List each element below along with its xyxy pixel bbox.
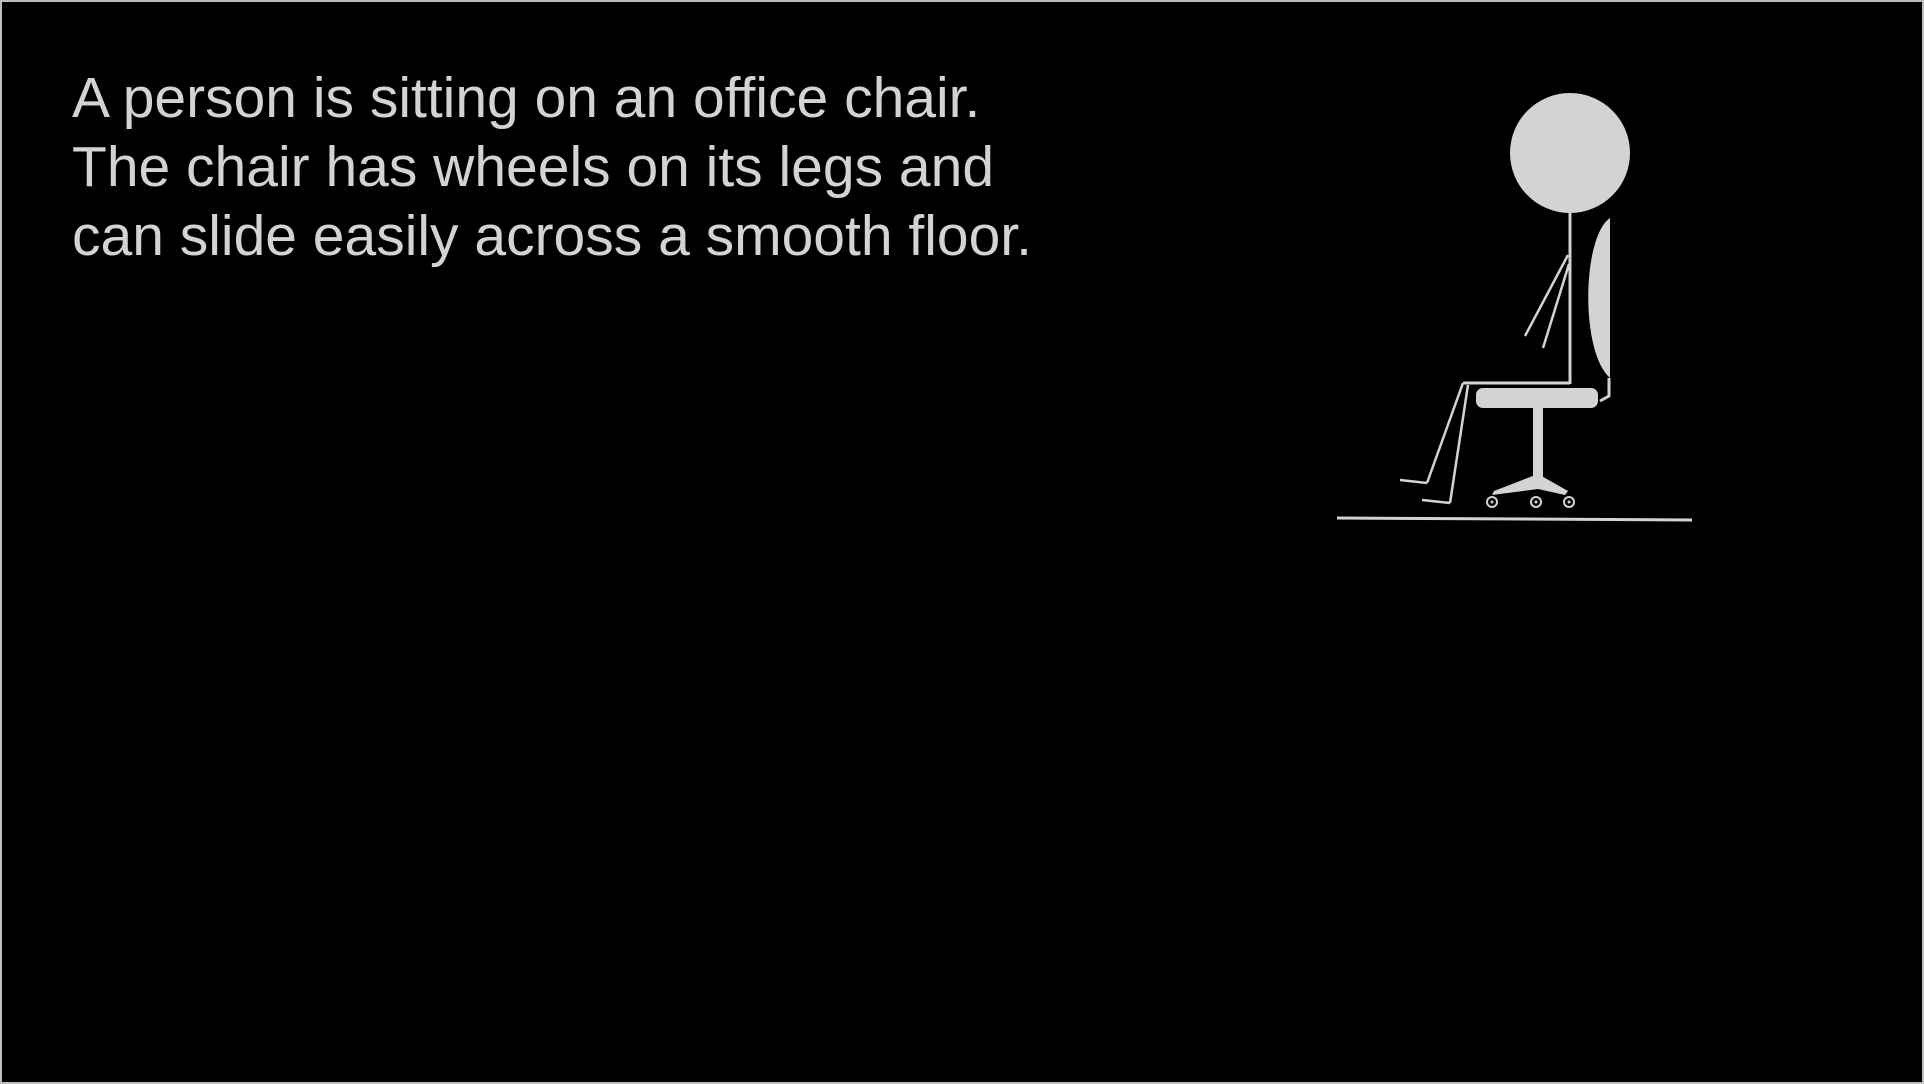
- caption-text: A person is sitting on an office chair. …: [72, 64, 1032, 271]
- chair-base: [1492, 474, 1568, 495]
- caption-line-2: The chair has wheels on its legs and: [72, 135, 995, 199]
- person-arms: [1523, 254, 1571, 349]
- chair-backrest: [1588, 218, 1610, 378]
- person-on-office-chair-illustration: [1336, 93, 1693, 522]
- chair-seat: [1476, 388, 1598, 408]
- chair-wheel: [1530, 496, 1542, 508]
- person-legs: [1399, 382, 1470, 505]
- chair-column: [1533, 407, 1543, 477]
- caption-line-1: A person is sitting on an office chair.: [72, 66, 981, 130]
- chair-wheels: [1486, 496, 1575, 508]
- person-head: [1510, 93, 1630, 213]
- chair-wheel: [1563, 496, 1575, 508]
- caption-line-3: can slide easily across a smooth floor.: [72, 204, 1032, 268]
- chair-wheel: [1486, 496, 1498, 508]
- floor-line: [1336, 516, 1693, 522]
- chair-backrest-support: [1599, 378, 1611, 403]
